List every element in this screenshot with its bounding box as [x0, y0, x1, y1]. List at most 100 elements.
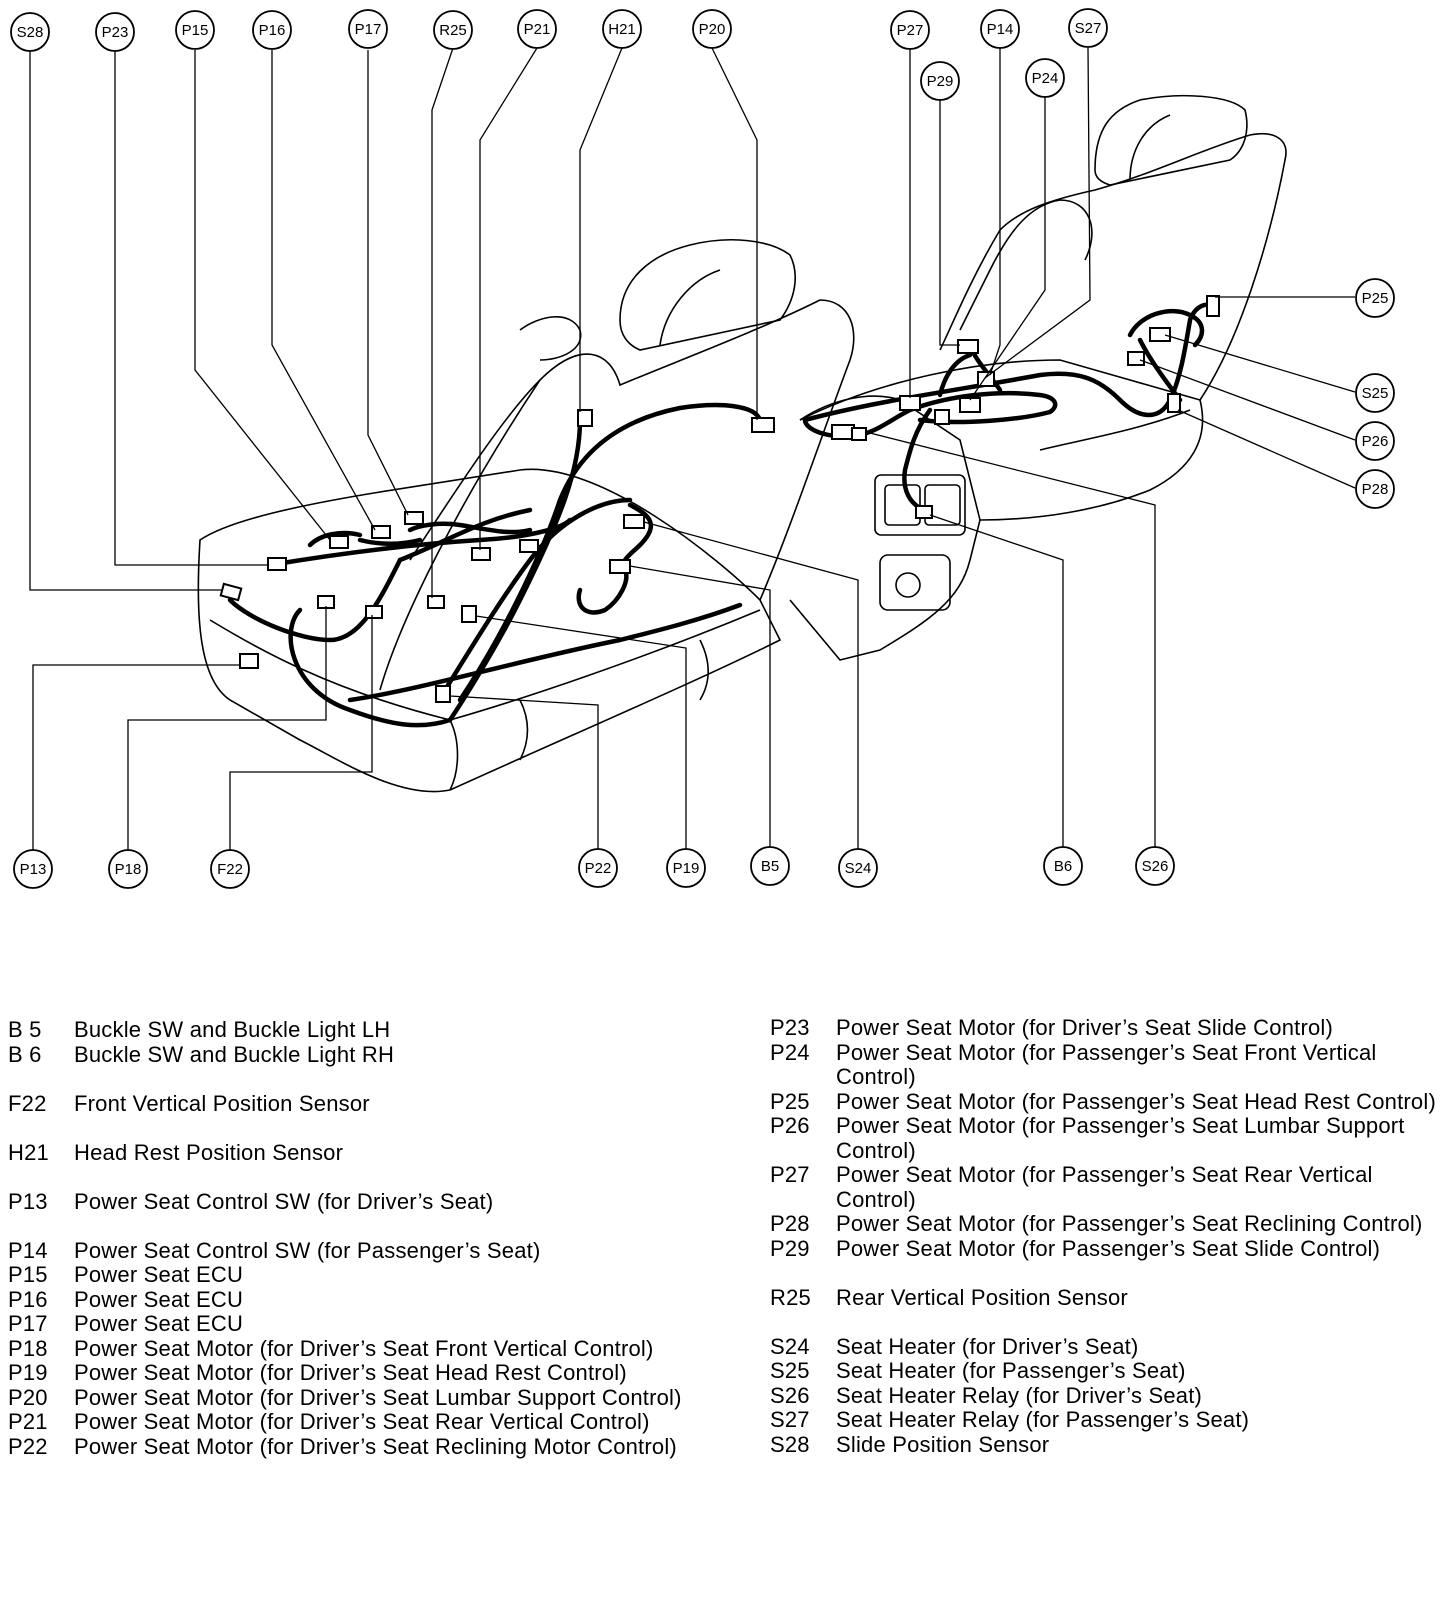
- connector-p28: [1167, 393, 1181, 413]
- callout-label: F22: [217, 861, 243, 878]
- callout-p14: P14: [980, 9, 1020, 49]
- callout-label: S26: [1142, 858, 1169, 875]
- legend-description: Power Seat Motor (for Driver’s Seat Rear…: [74, 1409, 650, 1434]
- callout-label: P23: [102, 24, 129, 41]
- callout-label: B5: [761, 858, 779, 875]
- callout-label: P18: [115, 861, 142, 878]
- callout-label: H21: [608, 21, 636, 38]
- callout-label: B6: [1054, 858, 1072, 875]
- callout-s24: S24: [838, 848, 878, 888]
- legend-code: P13: [8, 1188, 48, 1214]
- callout-p19: P19: [666, 848, 706, 888]
- callout-label: P17: [355, 21, 382, 38]
- connector-p23: [267, 557, 287, 571]
- legend-code: P21: [8, 1409, 48, 1434]
- callout-p20: P20: [692, 9, 732, 49]
- legend-code: P19: [8, 1360, 48, 1385]
- legend-code: P28: [770, 1211, 810, 1236]
- driver-seat-cushion: [197, 468, 782, 793]
- legend-description: Seat Heater Relay (for Passenger’s Seat): [836, 1407, 1250, 1432]
- connector-p19: [461, 605, 477, 623]
- connector-p17: [404, 511, 424, 525]
- callout-circle: [175, 10, 215, 50]
- callout-p21: P21: [517, 9, 557, 49]
- legend-row: P21 Power Seat Motor (for Driver’s Seat R…: [8, 1409, 708, 1435]
- center-console: [789, 395, 981, 661]
- callout-label: S25: [1362, 385, 1389, 402]
- callout-s27: S27: [1068, 8, 1108, 48]
- callout-circle: [890, 10, 930, 50]
- callout-circle: [1355, 421, 1395, 461]
- callout-label: R25: [439, 22, 467, 39]
- connector-p16: [371, 525, 391, 539]
- legend-description: Buckle SW and Buckle Light LH: [74, 1017, 391, 1042]
- connector-p24: [959, 397, 981, 413]
- callout-circle: [838, 848, 878, 888]
- passenger-seat-back: [939, 133, 1287, 401]
- legend-code: F22: [8, 1090, 47, 1116]
- callout-label: P25: [1362, 290, 1389, 307]
- callout-p18: P18: [108, 849, 148, 889]
- legend-description: Power Seat Motor (for Driver’s Seat Head…: [74, 1360, 627, 1385]
- callout-p28: P28: [1355, 469, 1395, 509]
- connector-s26: [831, 424, 855, 440]
- callout-circle: [13, 849, 53, 889]
- callout-label: P21: [524, 21, 551, 38]
- legend-code: P20: [8, 1384, 48, 1410]
- callout-circle: [108, 849, 148, 889]
- connector-p27: [899, 395, 921, 411]
- connector-p25: [1206, 295, 1220, 317]
- callout-label: P16: [259, 22, 286, 39]
- legend-code: P26: [770, 1113, 810, 1138]
- legend-code: P25: [770, 1088, 810, 1114]
- legend-description: Rear Vertical Position Sensor: [836, 1284, 1128, 1310]
- legend-code: R25: [770, 1284, 811, 1310]
- callout-circle: [1355, 373, 1395, 413]
- connector-p29: [957, 339, 979, 354]
- callout-label: P29: [927, 73, 954, 90]
- callout-circle: [1135, 846, 1175, 886]
- legend-code: P29: [770, 1235, 810, 1261]
- callout-label: S27: [1075, 20, 1102, 37]
- leader-lines: [29, 47, 1356, 850]
- callout-label: P26: [1362, 433, 1389, 450]
- connector-r25: [427, 595, 445, 609]
- legend-description: Seat Heater (for Driver’s Seat): [836, 1333, 1139, 1359]
- connector-p15: [329, 535, 349, 549]
- connector-h21: [577, 409, 593, 427]
- connectors: [219, 295, 1220, 703]
- legend-description: Front Vertical Position Sensor: [74, 1090, 370, 1116]
- legend-code: P18: [8, 1335, 48, 1361]
- legend-code: S28: [770, 1431, 810, 1457]
- callout-p27: P27: [890, 10, 930, 50]
- connector-s26b: [851, 427, 867, 441]
- connector-p20: [751, 417, 775, 433]
- callout-f22: F22: [210, 849, 250, 889]
- seat-outlines: [197, 94, 1287, 793]
- callout-p22: P22: [578, 848, 618, 888]
- callout-label: P22: [585, 860, 612, 877]
- legend-description: Power Seat ECU: [74, 1286, 244, 1312]
- callout-s28: S28: [10, 12, 50, 52]
- callout-s26: S26: [1135, 846, 1175, 886]
- callout-circle: [10, 12, 50, 52]
- callout-label: P24: [1032, 70, 1059, 87]
- callout-label: S28: [17, 24, 44, 41]
- legend-row: F22 Front Vertical Position Sensor: [8, 1090, 708, 1117]
- callout-circle: [1043, 846, 1083, 886]
- legend-description: Power Seat Motor (for Driver’s Seat Slid…: [836, 1015, 1334, 1040]
- seat-wiring-diagram: S28P23P15P16P17R25P21H21P20P27P14S27P29P…: [10, 8, 1395, 889]
- legend-code: P23: [770, 1015, 810, 1040]
